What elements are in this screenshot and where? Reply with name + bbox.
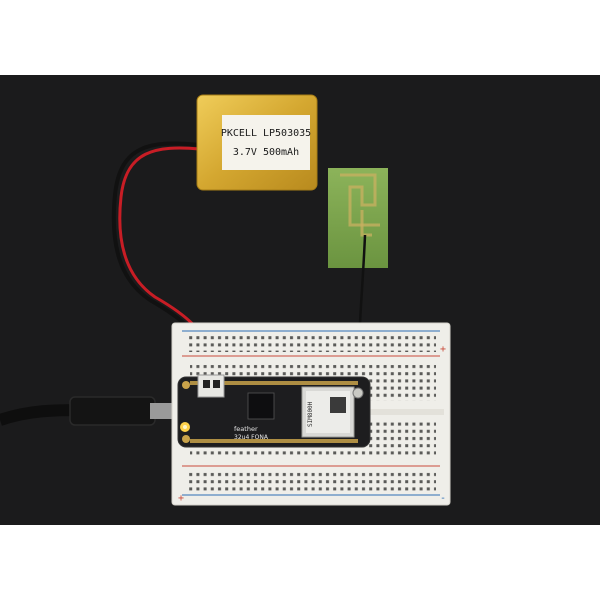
- feather-board: feather 32u4 FONA SIM800H: [177, 374, 371, 448]
- usb-cable: [0, 396, 178, 426]
- battery-brand-text: PKCELL LP503035: [221, 128, 311, 139]
- product-photo: PKCELL LP503035 3.7V 500mAh + +: [0, 75, 600, 525]
- photo-illustration: PKCELL LP503035 3.7V 500mAh + +: [0, 94, 451, 506]
- rail-plus-top: +: [440, 344, 446, 355]
- battery-spec-text: 3.7V 500mAh: [233, 147, 299, 158]
- rail-plus-bottom: +: [178, 493, 184, 504]
- rail-minus-bottom: -: [440, 493, 446, 504]
- board-label-model: 32u4 FONA: [234, 434, 269, 441]
- module-label: SIM800H: [307, 401, 314, 427]
- board-label-feather: feather: [234, 425, 258, 433]
- lipo-battery: PKCELL LP503035 3.7V 500mAh: [196, 94, 318, 191]
